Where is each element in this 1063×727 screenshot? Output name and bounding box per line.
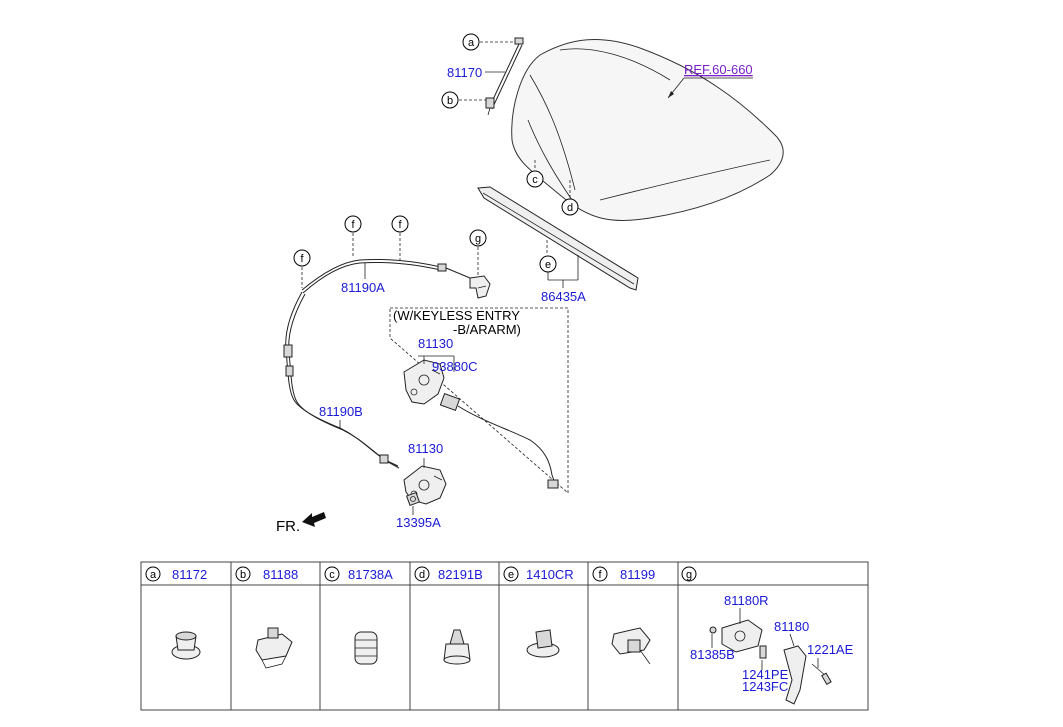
- part-label-81190B[interactable]: 81190B: [319, 404, 363, 419]
- legend-part-81180[interactable]: 81180: [774, 619, 809, 634]
- release-cable-lower: [283, 291, 400, 469]
- holder-81199-illustration: [611, 627, 651, 665]
- bumper-81738A-illustration: [354, 631, 378, 665]
- callout-f3-text: f: [300, 253, 304, 265]
- legend-table: [140, 561, 869, 711]
- legend-header-g: g: [681, 566, 697, 582]
- callout-c-text: c: [532, 174, 538, 186]
- svg-text:g: g: [686, 569, 692, 581]
- svg-text:d: d: [419, 569, 425, 581]
- svg-text:b: b: [240, 569, 246, 581]
- legend-header-f: f 81199: [592, 566, 655, 582]
- hood-panel: [511, 39, 784, 221]
- callout-d-circle: [561, 198, 579, 216]
- callout-a-text: a: [468, 37, 475, 49]
- callout-f1-text: f: [351, 219, 355, 231]
- front-direction-indicator: FR.: [276, 512, 326, 535]
- callout-b-text: b: [447, 95, 453, 107]
- svg-text:c: c: [329, 569, 335, 581]
- front-arrow-icon: [302, 512, 326, 527]
- legend-part-81172[interactable]: 81172: [172, 567, 207, 582]
- ref-label[interactable]: REF.60-660: [684, 62, 753, 77]
- svg-text:f: f: [598, 569, 602, 581]
- keyless-note-line1: (W/KEYLESS ENTRY: [393, 308, 520, 323]
- legend-header-e: e 1410CR: [503, 566, 574, 582]
- svg-text:e: e: [508, 569, 514, 581]
- release-handle: [469, 275, 491, 299]
- legend-part-81188[interactable]: 81188: [263, 567, 298, 582]
- legend-part-81738A[interactable]: 81738A: [348, 567, 393, 582]
- front-label: FR.: [276, 518, 300, 535]
- hood-latch-with-switch: [403, 359, 559, 489]
- release-cable-upper: [301, 258, 471, 294]
- part-label-81190A[interactable]: 81190A: [341, 280, 385, 295]
- keyless-option-box: [389, 307, 569, 494]
- svg-text:a: a: [150, 569, 157, 581]
- callout-e-text: e: [545, 259, 551, 271]
- release-handle-assembly-illustration: [709, 619, 832, 705]
- retainer-81188-illustration: [255, 627, 293, 669]
- legend-part-81199[interactable]: 81199: [620, 567, 655, 582]
- clip-81172-illustration: [171, 631, 201, 660]
- callout-f2-text: f: [398, 219, 402, 231]
- legend-part-82191B[interactable]: 82191B: [438, 567, 483, 582]
- callout-d-text: d: [567, 202, 573, 214]
- callout-g-text: g: [475, 233, 481, 245]
- hood-seal: [477, 186, 639, 291]
- part-label-81170[interactable]: 81170: [447, 65, 482, 80]
- legend-header-a: a 81172: [145, 566, 207, 582]
- legend-header-b: b 81188: [235, 566, 298, 582]
- part-label-81130-top[interactable]: 81130: [418, 336, 453, 351]
- part-label-13395A[interactable]: 13395A: [396, 515, 441, 530]
- latch-nut: [405, 491, 421, 507]
- legend-part-1221AE[interactable]: 1221AE: [807, 642, 854, 657]
- keyless-note-line2: -B/ARARM): [453, 322, 521, 337]
- legend-header-d: d 82191B: [414, 566, 483, 582]
- legend-part-81385B[interactable]: 81385B: [690, 647, 735, 662]
- legend-part-1243FC[interactable]: 1243FC: [742, 679, 788, 694]
- callout-c-circle: [526, 170, 544, 188]
- legend-part-1410CR[interactable]: 1410CR: [526, 567, 574, 582]
- hood-stay: [485, 37, 524, 116]
- clip-1410CR-illustration: [526, 629, 560, 658]
- part-label-86435A[interactable]: 86435A: [541, 289, 586, 304]
- legend-header-c: c 81738A: [324, 566, 393, 582]
- legend-part-1241PE[interactable]: 1241PE: [742, 667, 789, 682]
- part-label-81130-bottom[interactable]: 81130: [408, 441, 443, 456]
- legend-part-81180R[interactable]: 81180R: [724, 593, 769, 608]
- buffer-82191B-illustration: [443, 629, 471, 665]
- part-label-93880C[interactable]: 93880C: [432, 359, 478, 374]
